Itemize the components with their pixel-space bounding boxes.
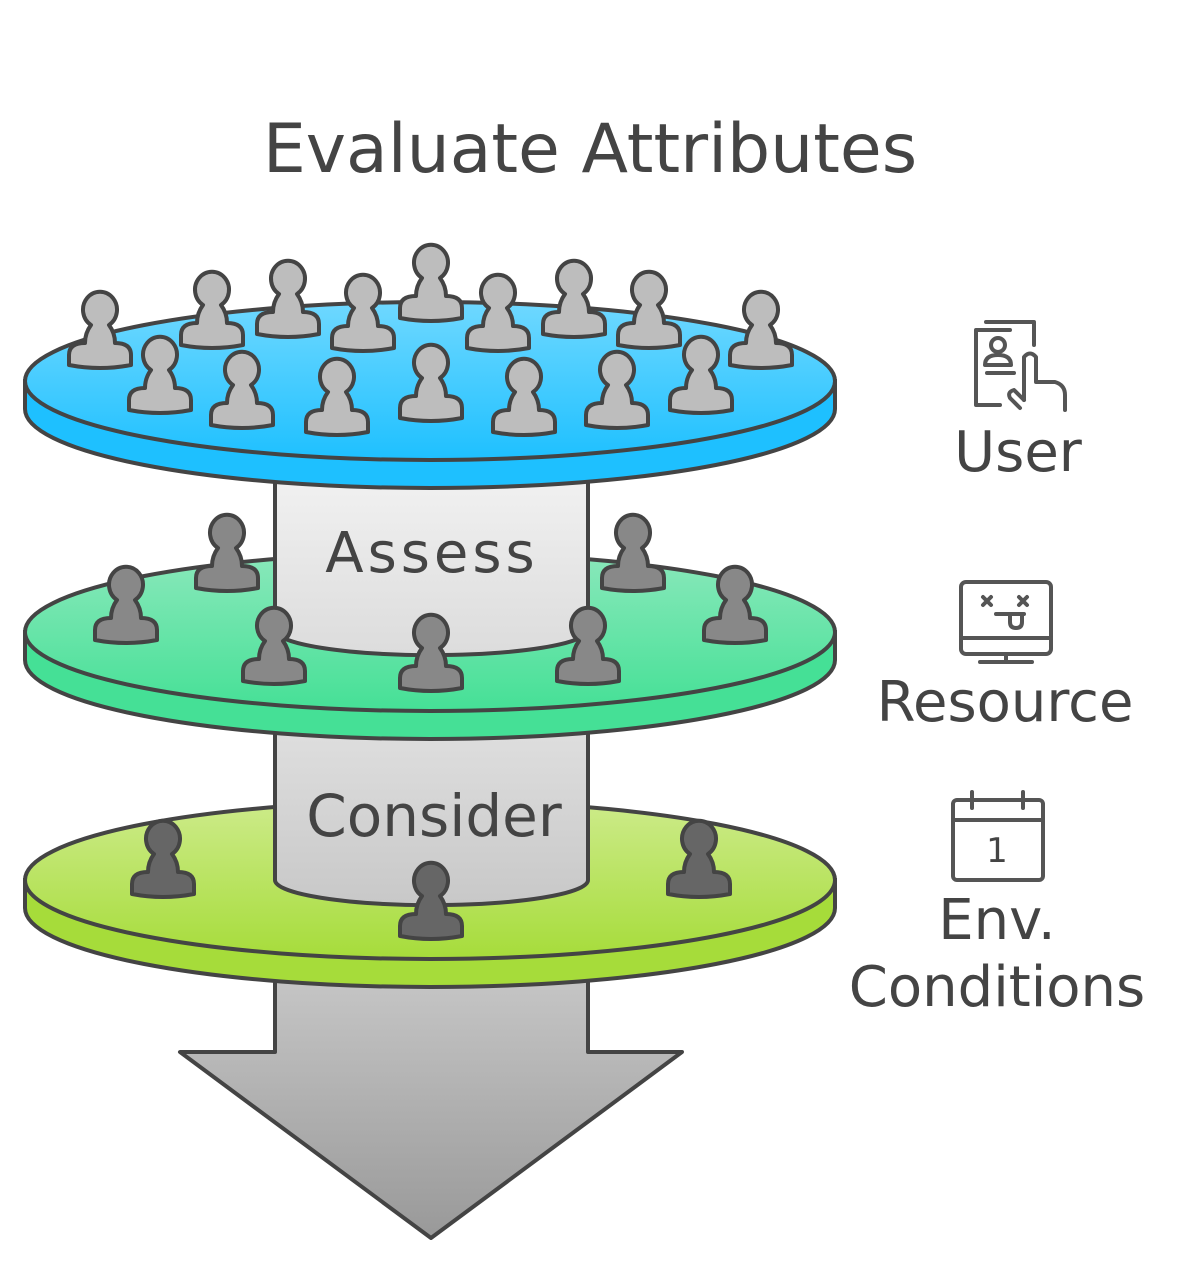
user-icon bbox=[974, 320, 1067, 412]
person-icon bbox=[398, 242, 464, 323]
person-icon bbox=[555, 605, 621, 686]
person-icon bbox=[465, 272, 531, 353]
down-arrow bbox=[178, 973, 684, 1240]
person-icon bbox=[491, 356, 557, 437]
person-icon bbox=[241, 605, 307, 686]
people-group bbox=[67, 242, 794, 941]
person-icon bbox=[584, 349, 650, 430]
person-icon bbox=[255, 258, 321, 339]
calendar-day: 1 bbox=[986, 831, 1008, 871]
person-icon bbox=[728, 289, 794, 370]
person-icon bbox=[127, 334, 193, 415]
person-icon bbox=[93, 564, 159, 645]
calendar-icon bbox=[951, 790, 1045, 882]
person-icon bbox=[616, 269, 682, 350]
person-icon bbox=[398, 342, 464, 423]
stage-label-assess: Assess bbox=[325, 521, 538, 586]
person-icon bbox=[668, 334, 734, 415]
person-icon bbox=[179, 269, 245, 350]
person-icon bbox=[330, 272, 396, 353]
person-icon bbox=[67, 289, 133, 370]
layer-label-env: Env. bbox=[938, 888, 1055, 953]
consider-cylinder: Consider bbox=[273, 698, 590, 908]
layer-label-resource: Resource bbox=[877, 670, 1134, 735]
person-icon bbox=[398, 860, 464, 941]
stage-label-consider: Consider bbox=[306, 782, 562, 850]
person-icon bbox=[304, 356, 370, 437]
person-icon bbox=[666, 818, 732, 899]
person-icon bbox=[541, 258, 607, 339]
person-icon bbox=[209, 349, 275, 430]
assess-cylinder: Assess bbox=[273, 448, 590, 658]
person-icon bbox=[702, 564, 768, 645]
layer-label-user: User bbox=[954, 420, 1083, 485]
resource-icon bbox=[959, 580, 1053, 664]
person-icon bbox=[130, 818, 196, 899]
person-icon bbox=[600, 512, 666, 593]
layer-label-conditions: Conditions bbox=[849, 955, 1145, 1020]
person-icon bbox=[194, 512, 260, 593]
person-icon bbox=[398, 612, 464, 693]
diagram-title: Evaluate Attributes bbox=[263, 110, 917, 189]
